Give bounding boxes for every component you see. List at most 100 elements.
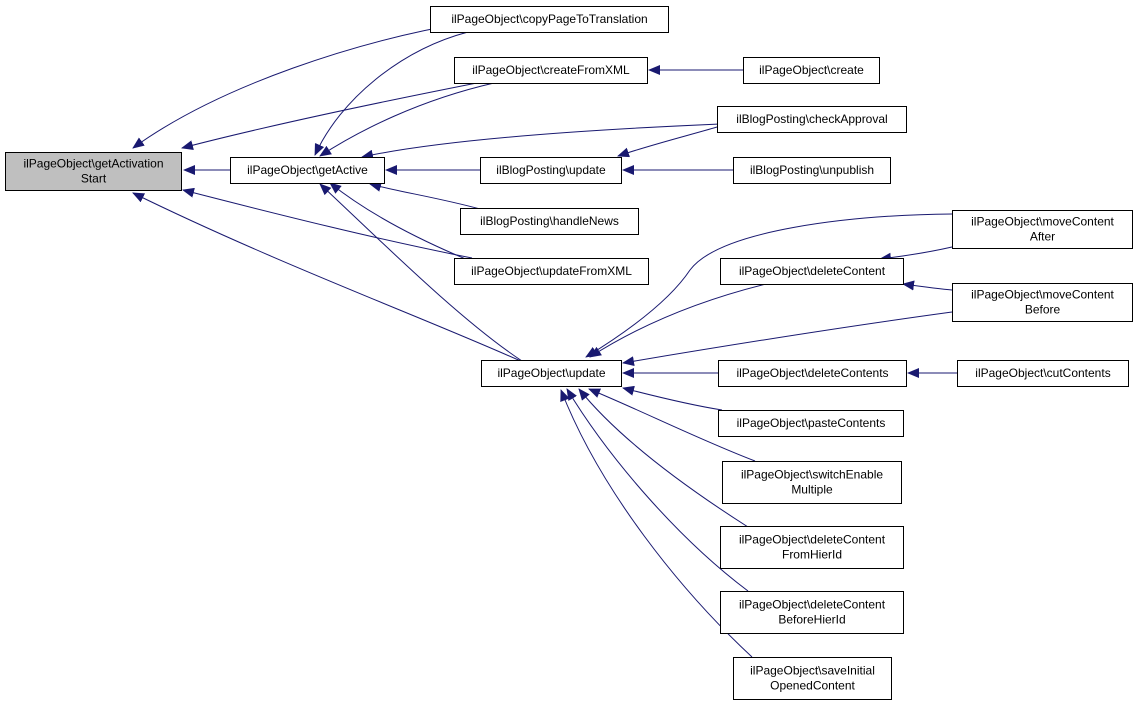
node-label: ilPageObject\deleteContent xyxy=(739,264,886,278)
edge-checkApproval-to-blogUpdate xyxy=(617,126,718,158)
edge-handleNews-to-getActive xyxy=(369,182,481,210)
edge-line xyxy=(361,123,721,160)
edge-line xyxy=(589,282,771,358)
node-label: ilBlogPosting\checkApproval xyxy=(736,112,887,126)
node-label: Multiple xyxy=(791,483,833,497)
node-box xyxy=(720,591,904,634)
node-label: ilPageObject\cutContents xyxy=(975,366,1110,380)
node-label: ilPageObject\deleteContent xyxy=(739,598,886,612)
node-label: ilBlogPosting\update xyxy=(496,163,606,177)
node-label: Start xyxy=(81,172,107,186)
edge-deleteContentFromHierId-to-update xyxy=(578,388,749,528)
edge-line xyxy=(182,187,473,259)
node-unpublish[interactable]: ilBlogPosting\unpublish xyxy=(733,157,891,184)
node-box xyxy=(957,360,1129,387)
nodes-layer: ilPageObject\getActivationStartilPageObj… xyxy=(5,6,1133,700)
node-deleteContents[interactable]: ilPageObject\deleteContents xyxy=(718,360,907,387)
node-blogUpdate[interactable]: ilBlogPosting\update xyxy=(480,157,622,184)
node-deleteContent[interactable]: ilPageObject\deleteContent xyxy=(720,258,904,285)
node-cutContents[interactable]: ilPageObject\cutContents xyxy=(957,360,1129,387)
node-label: ilPageObject\updateFromXML xyxy=(471,264,632,278)
edges-layer xyxy=(132,21,957,658)
edge-line xyxy=(369,182,481,210)
node-box xyxy=(460,208,639,235)
edge-line xyxy=(617,126,718,158)
node-label: ilPageObject\pasteContents xyxy=(737,416,886,430)
node-label: ilPageObject\switchEnable xyxy=(741,468,883,482)
edge-updateFromXML-to-getActivationStart xyxy=(182,187,473,259)
edge-moveContentBefore-to-update xyxy=(622,311,953,367)
node-createFromXML[interactable]: ilPageObject\createFromXML xyxy=(454,57,648,84)
edge-moveContentAfter-to-update xyxy=(585,213,953,358)
node-checkApproval[interactable]: ilBlogPosting\checkApproval xyxy=(717,106,907,133)
edge-copyPageToTranslation-to-getActive xyxy=(314,31,469,156)
edge-line xyxy=(314,31,469,156)
node-box xyxy=(454,258,649,285)
node-label: BeforeHierId xyxy=(778,613,845,627)
edge-update-to-getActive xyxy=(319,183,523,362)
node-box xyxy=(720,258,904,285)
edge-updateFromXML-to-getActive xyxy=(329,182,469,261)
node-label: Before xyxy=(1025,303,1061,317)
node-update[interactable]: ilPageObject\update xyxy=(481,360,622,387)
node-box xyxy=(481,360,622,387)
node-box xyxy=(722,461,902,504)
node-label: ilPageObject\moveContent xyxy=(971,215,1114,229)
edge-line xyxy=(181,79,493,151)
node-label: ilPageObject\getActive xyxy=(247,163,368,177)
node-label: ilPageObject\create xyxy=(759,63,864,77)
node-label: ilPageObject\moveContent xyxy=(971,288,1114,302)
node-label: ilBlogPosting\handleNews xyxy=(480,214,619,228)
edge-switchEnableMultiple-to-update xyxy=(588,388,756,462)
edge-line xyxy=(585,213,953,358)
node-label: ilPageObject\copyPageToTranslation xyxy=(451,12,647,26)
edge-line xyxy=(319,82,495,157)
node-box xyxy=(718,360,907,387)
node-create[interactable]: ilPageObject\create xyxy=(743,57,880,84)
edge-line xyxy=(879,246,953,263)
edge-moveContentAfter-to-deleteContent xyxy=(879,246,953,263)
edge-line xyxy=(132,21,471,149)
edge-line xyxy=(578,388,749,528)
node-label: ilPageObject\getActivation xyxy=(23,157,163,171)
node-box xyxy=(743,57,880,84)
node-label: OpenedContent xyxy=(770,679,855,693)
node-box xyxy=(718,410,904,437)
node-handleNews[interactable]: ilBlogPosting\handleNews xyxy=(460,208,639,235)
edge-line xyxy=(588,388,756,462)
node-label: FromHierId xyxy=(782,548,842,562)
edge-line xyxy=(132,192,526,364)
edge-deleteContentBeforeHierId-to-update xyxy=(566,388,749,592)
edge-copyPageToTranslation-to-getActivationStart xyxy=(132,21,471,149)
edge-line xyxy=(622,311,953,367)
edge-moveContentBefore-to-deleteContent xyxy=(902,280,953,291)
node-label: ilPageObject\createFromXML xyxy=(472,63,630,77)
edge-line xyxy=(319,183,523,362)
node-label: ilPageObject\deleteContents xyxy=(736,366,888,380)
node-box xyxy=(430,6,669,33)
node-updateFromXML[interactable]: ilPageObject\updateFromXML xyxy=(454,258,649,285)
edge-line xyxy=(622,385,723,411)
node-label: ilBlogPosting\unpublish xyxy=(750,163,874,177)
edge-createFromXML-to-getActivationStart xyxy=(181,79,493,151)
edge-update-to-getActivationStart xyxy=(132,192,526,364)
node-copyPageToTranslation[interactable]: ilPageObject\copyPageToTranslation xyxy=(430,6,669,33)
edge-createFromXML-to-getActive xyxy=(319,82,495,157)
node-box xyxy=(952,283,1133,322)
node-label: After xyxy=(1030,230,1055,244)
node-getActive[interactable]: ilPageObject\getActive xyxy=(230,157,385,184)
node-box xyxy=(717,106,907,133)
node-label: ilPageObject\update xyxy=(497,366,605,380)
node-box xyxy=(230,157,385,184)
node-box xyxy=(720,526,904,569)
node-pasteContents[interactable]: ilPageObject\pasteContents xyxy=(718,410,904,437)
edge-line xyxy=(329,182,469,261)
